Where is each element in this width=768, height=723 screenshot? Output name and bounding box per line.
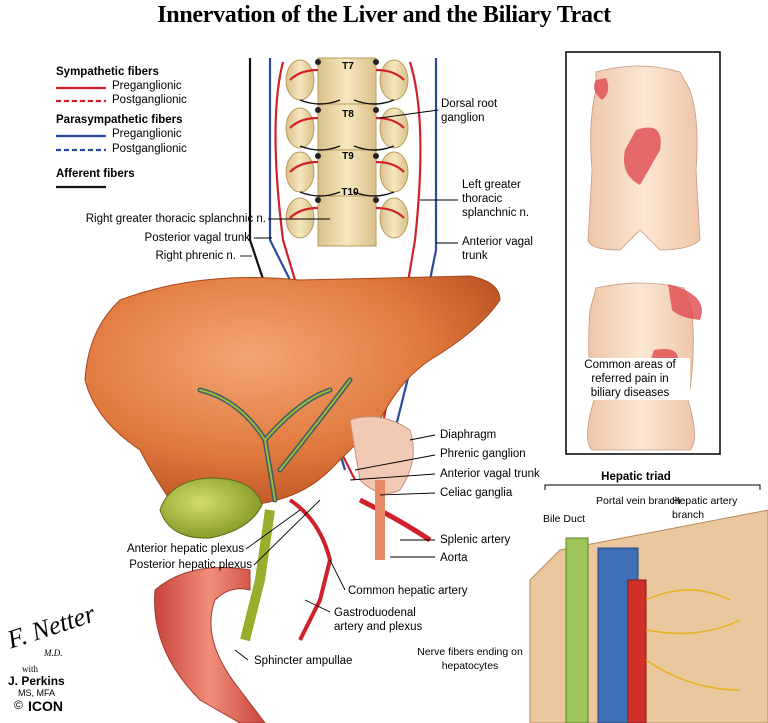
legend-parasympathetic-heading: Parasympathetic fibers	[56, 114, 183, 126]
hepatic-triad-block	[529, 484, 768, 723]
label-posterior-vagal-trunk: Posterior vagal trunk	[144, 232, 250, 244]
vertebra-label: T8	[342, 109, 354, 120]
label-diaphragm: Diaphragm	[440, 429, 497, 441]
label-bile-duct: Bile Duct	[543, 513, 586, 525]
legend-swatches	[56, 86, 106, 189]
label-portal-vein: Portal vein branch	[596, 495, 681, 507]
label-phrenic-ganglion: Phrenic ganglion	[440, 448, 526, 460]
label-hepatic-artery: Hepatic artery branch	[672, 495, 738, 521]
vertebra-label: T9	[342, 151, 354, 162]
label-posterior-hepatic-plexus: Posterior hepatic plexus	[129, 559, 252, 571]
label-anterior-vagal: Anterior vagal trunk	[462, 236, 533, 262]
legend-afferent-heading: Afferent fibers	[56, 168, 135, 180]
page-title: Innervation of the Liver and the Biliary…	[157, 2, 611, 28]
legend-parasympathetic-pre: Preganglionic	[112, 128, 182, 140]
vertebra-label: T10	[341, 187, 359, 198]
signature-with: with	[22, 664, 39, 674]
label-right-phrenic: Right phrenic n.	[155, 250, 236, 262]
label-gastroduodenal: Gastroduodenal artery and plexus	[334, 607, 423, 633]
label-celiac-ganglia: Celiac ganglia	[440, 487, 513, 499]
label-right-greater-splanchnic: Right greater thoracic splanchnic n.	[85, 213, 266, 225]
legend-sympathetic-heading: Sympathetic fibers	[56, 66, 159, 78]
signature-coauthor: J. Perkins	[8, 674, 65, 688]
label-hepatic-triad: Hepatic triad	[601, 471, 671, 483]
label-nerve-fibers: Nerve fibers ending on hepatocytes	[417, 646, 523, 672]
publisher-logo: ICON	[28, 698, 63, 714]
label-anterior-hepatic-plexus: Anterior hepatic plexus	[127, 543, 244, 555]
referred-pain-panel	[565, 51, 721, 455]
vertebra-label: T7	[342, 61, 354, 72]
label-aorta: Aorta	[440, 552, 468, 564]
gallbladder	[159, 477, 263, 539]
label-splenic-artery: Splenic artery	[440, 534, 511, 546]
signature-md: M.D.	[44, 648, 63, 658]
copyright-symbol: ©	[14, 698, 23, 712]
legend-sympathetic-pre: Preganglionic	[112, 80, 182, 92]
legend-sympathetic-post: Postganglionic	[112, 94, 187, 106]
bile-duct-and-arteries	[240, 480, 432, 642]
label-referred-pain: Common areas of referred pain in biliary…	[570, 358, 690, 400]
label-anterior-vagal-trunk: Anterior vagal trunk	[440, 468, 540, 480]
liver	[84, 275, 501, 509]
label-sphincter-ampullae: Sphincter ampullae	[254, 655, 353, 667]
signature-degree: MS, MFA	[18, 688, 56, 698]
label-dorsal-root-ganglion: Dorsal root ganglion	[441, 98, 498, 124]
label-left-greater-splanchnic: Left greater thoracic splanchnic n.	[462, 179, 530, 219]
label-common-hepatic-artery: Common hepatic artery	[348, 585, 468, 597]
intrahepatic-vessels	[197, 377, 353, 503]
legend-parasympathetic-post: Postganglionic	[112, 143, 187, 155]
duodenum	[154, 567, 266, 723]
